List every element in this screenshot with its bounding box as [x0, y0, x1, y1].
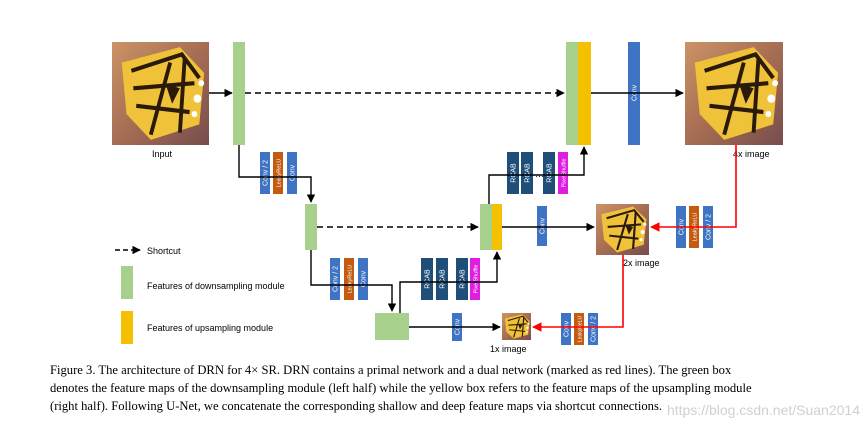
pixel-shuffle-block-2: PixelShuffle — [558, 152, 568, 194]
watermark: https://blog.csdn.net/Suan2014 — [666, 402, 860, 418]
svg-text:RCAB: RCAB — [525, 163, 532, 183]
up-feature-green-level1 — [480, 204, 492, 250]
output-image-4x — [685, 42, 783, 145]
leaky-relu-block-2: LeakyReLU — [344, 258, 354, 300]
conv-block: Conv — [287, 152, 297, 194]
output-conv-2x: Conv — [537, 206, 547, 246]
conv-half-block-2: Conv / 2 — [330, 258, 340, 300]
ellipsis: … — [449, 275, 458, 285]
svg-text:Conv: Conv — [540, 217, 547, 234]
svg-text:LeakyReLU: LeakyReLU — [578, 316, 584, 343]
input-image — [112, 42, 209, 145]
up-feature-yellow-level0 — [578, 42, 591, 145]
rcab-block-3: RCAB — [456, 258, 468, 300]
svg-text:PixelShuffle: PixelShuffle — [474, 265, 480, 294]
legend-upsampling-label: Features of upsampling module — [147, 323, 273, 333]
svg-text:Conv / 2: Conv / 2 — [263, 160, 270, 186]
svg-text:Conv / 2: Conv / 2 — [333, 266, 340, 292]
dual-arrows — [532, 145, 737, 332]
conv-block-2: Conv — [358, 258, 368, 300]
output-image-1x — [502, 313, 531, 340]
svg-text:RCAB: RCAB — [460, 269, 467, 289]
caption-line-2: denotes the feature maps of the downsamp… — [50, 381, 752, 395]
dual-leaky-relu-2: LeakyReLU — [574, 313, 584, 345]
legend-yellow-swatch — [121, 311, 133, 344]
rcab-block-1: RCAB — [421, 258, 433, 300]
svg-text:RCAB: RCAB — [425, 269, 432, 289]
conv-half-block: Conv / 2 — [260, 152, 270, 194]
svg-text:Conv / 2: Conv / 2 — [591, 316, 598, 342]
output-2x-label: 2x image — [623, 258, 660, 268]
input-label: Input — [152, 149, 173, 159]
caption-line-1: Figure 3. The architecture of DRN for 4×… — [50, 363, 732, 377]
output-image-2x — [596, 204, 649, 255]
rcab-block-5: RCAB — [521, 152, 533, 194]
svg-text:RCAB: RCAB — [511, 163, 518, 183]
figure-caption: Figure 3. The architecture of DRN for 4×… — [50, 361, 850, 415]
svg-text:Conv: Conv — [564, 320, 571, 337]
dual-conv-2: Conv — [561, 313, 571, 345]
legend: Shortcut Features of downsampling module… — [115, 245, 285, 344]
svg-text:PixelShuffle: PixelShuffle — [562, 159, 568, 188]
caption-line-3: (right half). Following U-Net, we concat… — [50, 399, 663, 413]
dual-conv-half-2: Conv / 2 — [588, 313, 598, 345]
legend-green-swatch — [121, 266, 133, 299]
svg-text:RCAB: RCAB — [547, 163, 554, 183]
svg-text:Conv: Conv — [361, 270, 368, 287]
legend-downsampling-label: Features of downsampling module — [147, 281, 285, 291]
svg-text:RCAB: RCAB — [440, 269, 447, 289]
rcab-block-2: RCAB — [436, 258, 448, 300]
leaky-relu-block: LeakyReLU — [273, 152, 283, 194]
svg-text:LeakyReLU: LeakyReLU — [348, 265, 354, 294]
rcab-block-6: RCAB — [543, 152, 555, 194]
up-feature-green-level0 — [566, 42, 578, 145]
arrows — [209, 88, 684, 332]
ellipsis-2: … — [535, 169, 544, 179]
legend-shortcut-label: Shortcut — [147, 246, 181, 256]
up-feature-yellow-level1 — [492, 204, 502, 250]
pixel-shuffle-block: PixelShuffle — [470, 258, 480, 300]
down-feature-level0 — [233, 42, 245, 145]
svg-text:LeakyReLU: LeakyReLU — [277, 159, 283, 188]
svg-text:Conv: Conv — [290, 164, 297, 181]
rcab-block-4: RCAB — [507, 152, 519, 194]
down-feature-level1 — [305, 204, 317, 250]
down-feature-level2 — [375, 313, 409, 340]
output-4x-label: 4x image — [733, 149, 770, 159]
output-1x-label: 1x image — [490, 344, 527, 354]
